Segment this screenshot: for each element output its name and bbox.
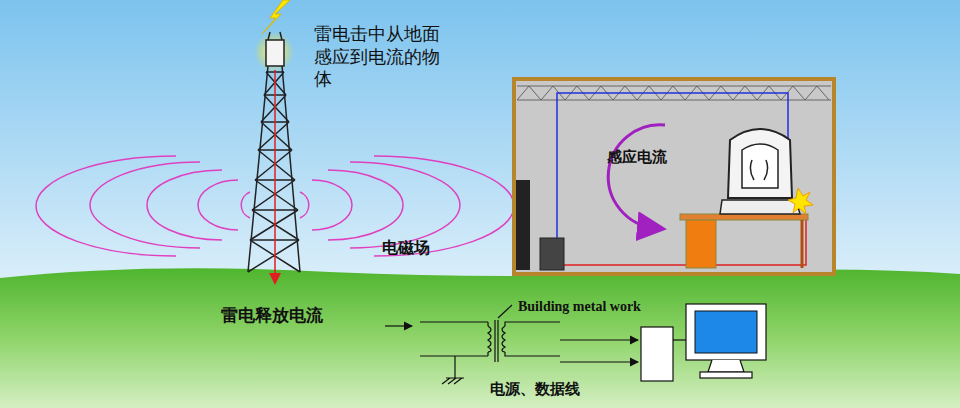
illustration-part bbox=[560, 339, 638, 340]
illustration-part bbox=[300, 192, 309, 218]
illustration-part bbox=[720, 200, 800, 214]
illustration-part bbox=[350, 162, 460, 248]
illustration-part bbox=[262, 0, 290, 34]
power-data-label: 电源、数据线 bbox=[490, 380, 580, 399]
illustration-part bbox=[274, 70, 276, 282]
illustration-part bbox=[498, 305, 512, 318]
illustration-part bbox=[248, 72, 300, 272]
illustration-part bbox=[254, 32, 294, 72]
illustration-part bbox=[328, 170, 403, 240]
illustration-part bbox=[442, 356, 464, 384]
illustration-part bbox=[514, 79, 834, 274]
illustration-part bbox=[268, 32, 282, 40]
illustration-part bbox=[0, 268, 960, 408]
illustration-part bbox=[505, 322, 560, 356]
illustration-part bbox=[608, 125, 665, 228]
illustration-part bbox=[788, 188, 813, 214]
illustration-part bbox=[750, 160, 767, 180]
illustration-part bbox=[90, 162, 200, 248]
illustration-part bbox=[502, 326, 505, 352]
illustration-part bbox=[516, 180, 530, 270]
illustration-part bbox=[560, 361, 638, 362]
illustration-part bbox=[540, 214, 806, 265]
illustration-part bbox=[801, 220, 804, 268]
illustration-part bbox=[147, 170, 222, 240]
illustration-part bbox=[248, 32, 300, 272]
illustration-part bbox=[497, 320, 498, 362]
illustration-part bbox=[488, 326, 491, 352]
illustration-part bbox=[686, 304, 766, 360]
tower-note: 雷电击中从地面感应到电流的物体 bbox=[314, 23, 440, 91]
illustration-part bbox=[248, 66, 300, 272]
illustration-part bbox=[312, 180, 352, 230]
em-field-label: 电磁场 bbox=[382, 238, 430, 258]
induced-current-label: 感应电流 bbox=[607, 148, 667, 167]
illustration-part bbox=[686, 220, 716, 268]
illustration-part bbox=[695, 311, 757, 353]
illustration-part bbox=[700, 372, 752, 378]
illustration-part bbox=[708, 360, 744, 372]
illustration-part bbox=[36, 156, 514, 256]
illustration-part bbox=[241, 192, 250, 218]
discharge-label: 雷电释放电流 bbox=[221, 305, 323, 326]
illustration-part bbox=[494, 320, 495, 362]
illustration-part bbox=[36, 156, 176, 256]
illustration-part bbox=[517, 86, 831, 87]
illustration-part bbox=[641, 327, 673, 381]
illustration-part bbox=[420, 305, 560, 384]
illustration-part bbox=[673, 339, 686, 340]
illustration-part bbox=[680, 214, 808, 220]
illustration-part bbox=[540, 238, 564, 270]
illustration-part bbox=[385, 325, 412, 326]
metal-work-label: Building metal work bbox=[518, 298, 641, 316]
illustration-part bbox=[742, 144, 778, 188]
illustration-part bbox=[728, 129, 792, 198]
illustration-part bbox=[198, 180, 238, 230]
illustration-part bbox=[420, 322, 488, 356]
illustration-part bbox=[266, 40, 284, 66]
